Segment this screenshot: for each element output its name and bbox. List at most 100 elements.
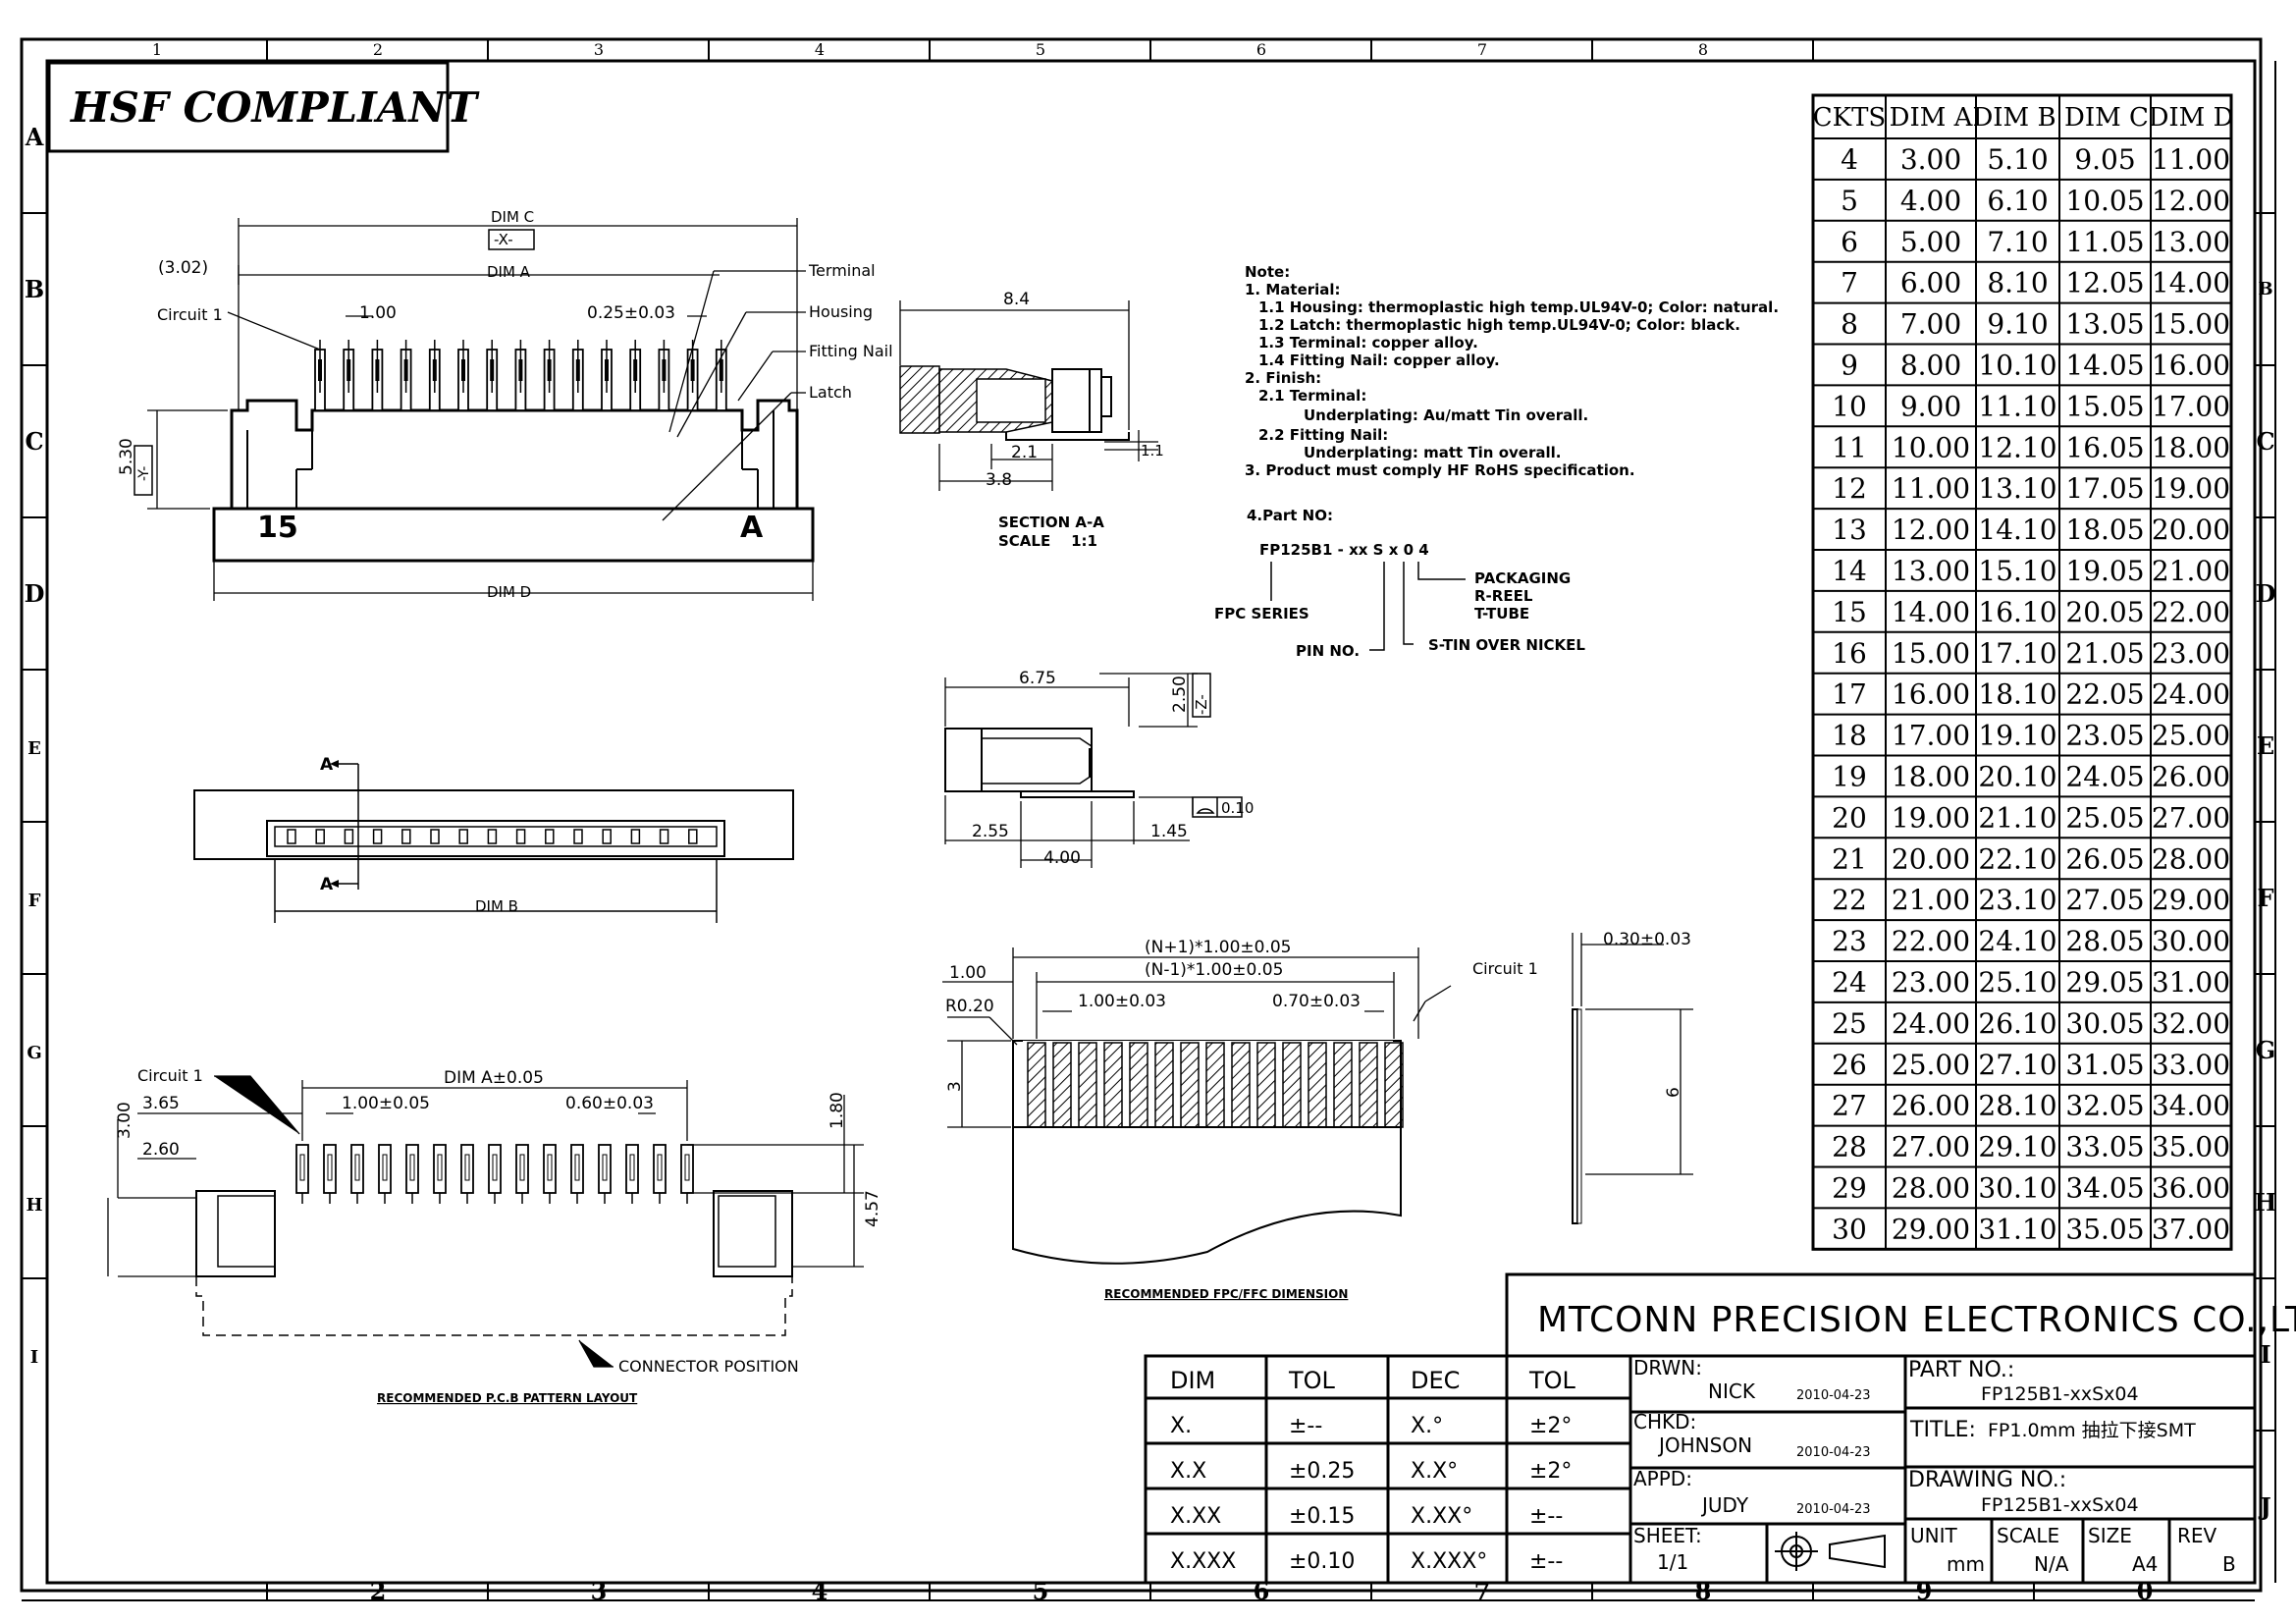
title-block: MTCONN PRECISION ELECTRONICS CO.,LTD DRW… — [1505, 1272, 2296, 1585]
side-dim-255: 2.55 — [972, 822, 1009, 841]
tol-header: DIM — [1170, 1367, 1215, 1394]
dim-table-cell: 4 — [1841, 143, 1858, 176]
housing-base — [212, 507, 815, 563]
fpc-contact — [1052, 1042, 1072, 1128]
dim-table-cell: 8 — [1841, 308, 1858, 341]
zone-col-label: 9 — [1916, 1577, 1933, 1605]
terminal-pin — [658, 340, 670, 411]
pcb-layout-title: RECOMMENDED P.C.B PATTERN LAYOUT — [377, 1391, 638, 1405]
dim-table-cell: 23.05 — [2065, 720, 2144, 752]
dim-table-cell: 30.10 — [1978, 1172, 2056, 1205]
pin-slot — [487, 829, 498, 844]
dim-table-cell: 15 — [1832, 596, 1867, 628]
dim-table-cell: 26.10 — [1978, 1007, 2056, 1040]
dim-table-cell: 24 — [1832, 966, 1867, 999]
fpc-contact — [1231, 1042, 1251, 1128]
dim-table-cell: 18 — [1832, 720, 1867, 752]
dim-table-cell: 5.10 — [1987, 143, 2048, 176]
dim-table-cell: 21.05 — [2065, 637, 2144, 670]
tolerance-cell: ±-- — [1529, 1504, 1563, 1529]
fpc-contact — [1359, 1042, 1378, 1128]
dim-table-cell: 14.00 — [2152, 267, 2230, 299]
pin-no-label: PIN NO. — [1296, 642, 1360, 660]
fpc-contact — [1205, 1042, 1225, 1128]
dim-table-cell: 14 — [1832, 555, 1867, 587]
dim-table-cell: 19.05 — [2065, 555, 2144, 587]
tol-header: TOL — [1288, 1367, 1336, 1394]
dim-table-cell: 18.00 — [1892, 761, 1970, 793]
dim-c-label: DIM C — [491, 208, 534, 226]
plating-label: S-TIN OVER NICKEL — [1428, 636, 1585, 654]
dim-table-cell: 31.05 — [2065, 1049, 2144, 1081]
dim-table-cell: 29.00 — [1892, 1213, 1970, 1245]
dim-table-cell: 17.05 — [2065, 472, 2144, 505]
pcb-pad — [378, 1144, 392, 1204]
pin-slot — [430, 829, 440, 844]
connector-position-label: CONNECTOR POSITION — [618, 1357, 799, 1376]
pcb-pad — [653, 1144, 667, 1204]
tol-header: DEC — [1411, 1367, 1460, 1394]
housing-body — [230, 399, 799, 509]
fpc-contact — [1384, 1042, 1404, 1128]
pin-slot — [458, 829, 468, 844]
dim-table-cell: 27.10 — [1978, 1049, 2056, 1081]
dim-table-cell: 14.00 — [1892, 596, 1970, 628]
dim-table-cell: 10 — [1832, 390, 1867, 422]
zone-row-label: E — [2257, 731, 2274, 760]
fpc-dim-6: 6 — [1664, 1087, 1683, 1098]
reel-label: R-REEL — [1474, 587, 1533, 605]
dim-table-cell: 32.05 — [2065, 1090, 2144, 1122]
dim-table-header: CKTS — [1813, 103, 1886, 133]
dim-table-cell: 29.10 — [1978, 1131, 2056, 1163]
unit-value: mm — [1947, 1552, 1985, 1576]
scale-label: SCALE — [1997, 1524, 2059, 1547]
pcb-pad — [570, 1144, 584, 1204]
callout-terminal: Terminal — [808, 261, 876, 280]
tolerance-cell: X.XXX° — [1411, 1549, 1487, 1574]
fpc-contact — [1129, 1042, 1148, 1128]
series-label: FPC SERIES — [1214, 605, 1309, 622]
tolerance-cell: ±0.25 — [1289, 1459, 1355, 1484]
dim-table-cell: 28 — [1832, 1131, 1867, 1163]
appd-date: 2010-04-23 — [1796, 1502, 1871, 1517]
terminal-pin — [601, 340, 613, 411]
drawing-no-value: FP125B1-xxSx04 — [1981, 1494, 2139, 1516]
fpc-contact — [1154, 1042, 1174, 1128]
part-no-value: FP125B1-xxSx04 — [1981, 1383, 2139, 1405]
zone-col-label: 2 — [370, 1577, 387, 1605]
terminal-pin — [400, 340, 412, 411]
zone-col-label: 2 — [373, 40, 383, 59]
note-line: 3. Product must comply HF RoHS specifica… — [1245, 461, 1635, 479]
tolerance-cell: X. — [1170, 1414, 1192, 1438]
pcb-pad — [515, 1144, 529, 1204]
dim-table-cell: 10.05 — [2065, 185, 2144, 217]
zone-row-label: A — [25, 123, 44, 151]
dim-table-cell: 13.05 — [2065, 308, 2144, 341]
pcb-dim-260: 2.60 — [142, 1140, 180, 1160]
pin-slot — [372, 829, 383, 844]
zone-row-label: H — [2255, 1188, 2277, 1217]
drwn-date: 2010-04-23 — [1796, 1388, 1871, 1403]
pcb-dim-457: 4.57 — [863, 1190, 882, 1227]
dim-table-cell: 28.10 — [1978, 1090, 2056, 1122]
pitch-dim: 1.00 — [359, 303, 397, 323]
dim-table-cell: 16.05 — [2065, 431, 2144, 463]
pcb-pad — [405, 1144, 419, 1204]
fpc-thickness: 0.30±0.03 — [1603, 930, 1691, 949]
dim-table-cell: 16 — [1832, 637, 1867, 670]
dim-table-cell: 35.00 — [2152, 1131, 2230, 1163]
dim-table-cell: 33.05 — [2065, 1131, 2144, 1163]
dim-table-cell: 23.10 — [1978, 884, 2056, 916]
dim-table-cell: 18.10 — [1978, 678, 2056, 711]
dim-table-cell: 13.00 — [2152, 226, 2230, 258]
terminal-pin — [629, 340, 642, 411]
dim-table-cell: 23 — [1832, 925, 1867, 957]
section-scale: SCALE 1:1 — [998, 532, 1097, 550]
pin-slot — [602, 829, 612, 844]
dim-table-cell: 5.00 — [1900, 226, 1961, 258]
